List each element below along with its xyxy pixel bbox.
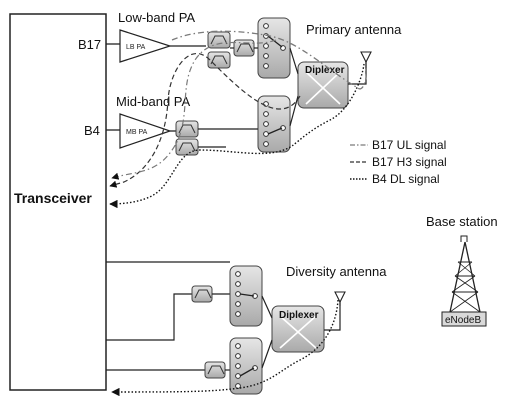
diversity-mb-saw-filter (204, 361, 226, 379)
diversity-diplexer-label: Diplexer (279, 310, 319, 321)
base-station-label: Base station (426, 214, 498, 229)
legend-b17-h3: B17 H3 signal (372, 155, 447, 169)
low-band-pa-title: Low-band PA (118, 10, 195, 25)
b17-ul-signal-path (171, 30, 368, 90)
diversity-mb-switch (229, 337, 263, 395)
legend-b4-dl: B4 DL signal (372, 172, 440, 186)
diversity-antenna (334, 291, 346, 306)
diversity-lb-switch (229, 265, 263, 327)
transceiver-block (9, 13, 107, 391)
diversity-lb-saw-filter (191, 285, 213, 303)
enodeb-box (441, 311, 487, 327)
legend: B17 UL signal B17 H3 signal B4 DL signal (350, 138, 447, 186)
primary-mb-switch (257, 95, 291, 153)
primary-antenna (360, 51, 372, 68)
transceiver-label: Transceiver (14, 190, 92, 206)
mid-band-pa (119, 113, 172, 149)
port-b4: B4 (84, 123, 100, 138)
diversity-antenna-label: Diversity antenna (286, 264, 387, 279)
mid-band-pa-title: Mid-band PA (116, 94, 191, 109)
b17-ul-return-path (111, 39, 277, 180)
mid-band-pa-tag: MB PA (126, 129, 148, 136)
base-station-tower (449, 235, 481, 313)
b17-h3-signal-path (109, 53, 301, 188)
low-band-pa (119, 29, 172, 63)
diversity-b4-dl-signal-path (111, 299, 339, 397)
low-band-duplexer (207, 31, 231, 69)
low-band-pa-tag: LB PA (126, 44, 146, 51)
primary-diplexer: Diplexer (297, 61, 349, 109)
legend-b17-ul: B17 UL signal (372, 138, 446, 152)
enodeb-label: eNodeB (445, 315, 481, 326)
port-b17: B17 (78, 37, 101, 52)
primary-antenna-label: Primary antenna (306, 22, 402, 37)
primary-lb-switch (257, 17, 291, 79)
primary-diplexer-label: Diplexer (305, 65, 345, 76)
diversity-diplexer: Diplexer (271, 305, 325, 353)
b4-dl-signal-path (109, 63, 365, 209)
